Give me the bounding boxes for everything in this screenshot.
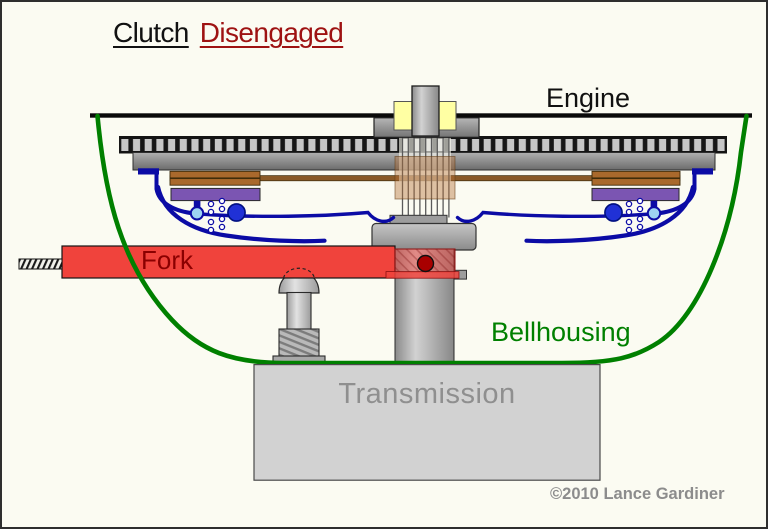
clutch-disc-hub [394,156,456,200]
page-title: Clutch Disengaged [113,17,344,49]
input-shaft-splines [399,135,451,218]
fork-label: Fork [141,245,193,275]
pressure-plate-right [591,187,680,202]
crankshaft [411,85,440,137]
title-state: Disengaged [199,17,344,48]
crank-support-right [438,101,457,131]
pivot-ball-stud [272,271,326,365]
copyright-text: ©2010 Lance Gardiner [550,485,725,503]
transmission-label: Transmission [338,378,516,410]
spring-pivot-left [189,206,205,221]
pressure-plate-left [170,187,261,202]
hidden-ball-outline [282,267,316,279]
diaphragm-spring [138,168,713,244]
crank-support-left [393,101,413,131]
spring-pivot-right [646,206,662,221]
spring-fulcrum-right [604,203,623,222]
fork-pivot-pin [416,254,435,273]
clutch-fork [61,245,467,280]
bellhousing-label: Bellhousing [491,317,631,347]
spring-rivet-dots [207,197,644,234]
clutch-cable [18,258,63,270]
bellhousing-outline [95,113,749,366]
title-clutch: Clutch [113,17,189,48]
spring-fulcrum-left [227,203,246,222]
transmission-box [253,364,601,481]
engine-label: Engine [546,83,631,113]
